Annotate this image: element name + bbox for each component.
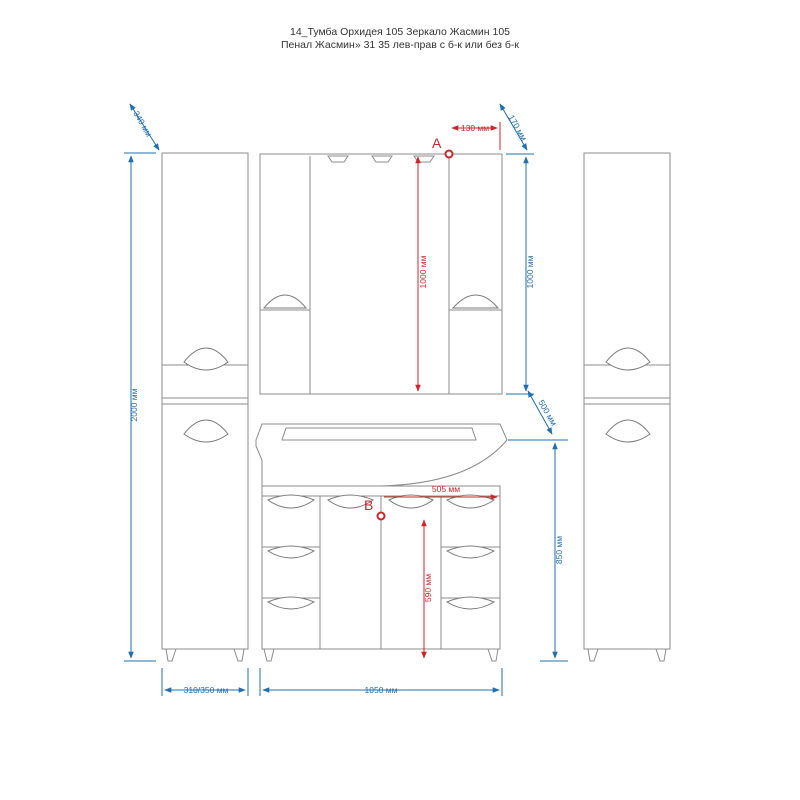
point-b-height-label: 590 мм xyxy=(423,574,433,602)
vanity-foot-right xyxy=(487,648,499,662)
left-pencil-foot-left xyxy=(165,648,177,662)
mirror-left-handle-icon xyxy=(262,294,308,309)
mirror-offset-label: 130 мм xyxy=(461,123,489,133)
point-a-label: A xyxy=(432,135,442,151)
mirror-right-handle-icon xyxy=(451,294,500,309)
vanity-handle-icon xyxy=(266,545,316,559)
vanity-handle-icon xyxy=(327,494,375,509)
title-line-1: 14_Тумба Орхидея 105 Зеркало Жасмин 105 xyxy=(289,26,511,38)
point-b-label: B xyxy=(364,497,373,513)
left-pencil-lower-handle-icon xyxy=(183,419,229,443)
vanity-foot-left xyxy=(263,648,275,662)
mirror-cabinet xyxy=(259,153,503,395)
vanity-height-label: 850 мм xyxy=(554,536,564,564)
vanity-handle-icon xyxy=(445,545,496,559)
point-a-marker: A xyxy=(432,135,454,159)
left-pencil-foot-right xyxy=(233,648,245,662)
right-pencil-foot-right xyxy=(655,648,667,662)
reference-lines xyxy=(384,122,501,659)
right-pencil-upper-handle-icon xyxy=(605,347,651,371)
right-pencil-lower-handle-icon xyxy=(605,419,651,443)
right-pencil-case xyxy=(583,152,671,662)
vanity-handle-icon xyxy=(445,494,496,509)
point-b-offset-label: 505 мм xyxy=(432,484,460,494)
pencil-depth-label: 340 мм xyxy=(131,109,154,139)
mirror-depth-label: 170 мм xyxy=(506,113,529,143)
vanity-width-label: 1050 мм xyxy=(365,685,398,695)
left-pencil-case xyxy=(161,152,249,662)
pencil-height-label: 2000 мм xyxy=(129,388,139,421)
vanity-handle-icon xyxy=(266,596,316,610)
mirror-light-center xyxy=(371,155,393,163)
dimension-lines xyxy=(124,103,568,696)
vanity-handle-icon xyxy=(445,596,496,610)
vanity-handle-icon xyxy=(266,494,316,509)
point-b-marker: B xyxy=(364,497,386,521)
mirror-light-left xyxy=(327,155,349,163)
vanity-sink xyxy=(255,423,508,487)
drawing-title: 14_Тумба Орхидея 105 Зеркало Жасмин 105 … xyxy=(0,26,800,52)
pencil-width-label: 310/350 мм xyxy=(184,685,229,695)
mirror-height-red-label: 1000 мм xyxy=(418,255,428,288)
title-line-2: Пенал Жасмин» 31 35 лев-прав с б-к или б… xyxy=(280,39,519,51)
right-pencil-foot-left xyxy=(587,648,599,662)
vanity-handle-icon xyxy=(388,494,434,509)
mirror-light-right xyxy=(413,155,435,163)
mirror-height-blue-label: 1000 мм xyxy=(525,255,535,288)
left-pencil-upper-handle-icon xyxy=(183,347,229,371)
vanity-unit xyxy=(255,423,508,662)
